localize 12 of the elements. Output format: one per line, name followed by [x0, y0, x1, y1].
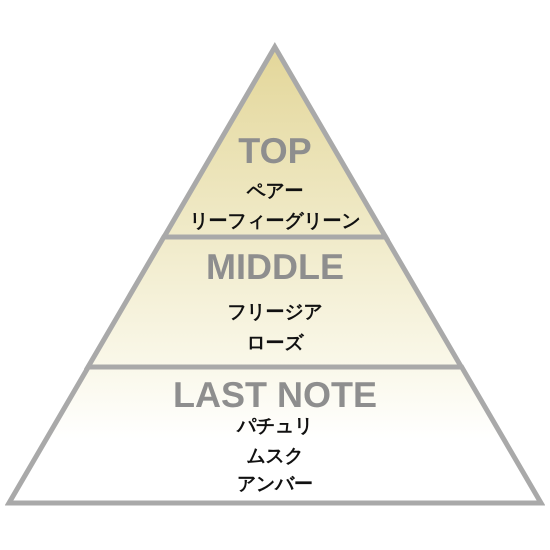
note-name: パチュリ	[237, 416, 313, 436]
note-name: リーフィーグリーン	[189, 212, 360, 230]
tier-title: LAST NOTE	[173, 377, 377, 413]
pyramid-tier	[5, 363, 545, 507]
note-name: フリージア	[227, 302, 322, 322]
tier-title: TOP	[238, 133, 312, 169]
tier-title: MIDDLE	[206, 249, 344, 285]
pyramid-tier	[160, 40, 390, 241]
note-name: ペアー	[246, 182, 304, 200]
note-name: ローズ	[246, 334, 304, 352]
note-name: ムスク	[246, 446, 304, 466]
note-name: アンバー	[237, 474, 313, 494]
